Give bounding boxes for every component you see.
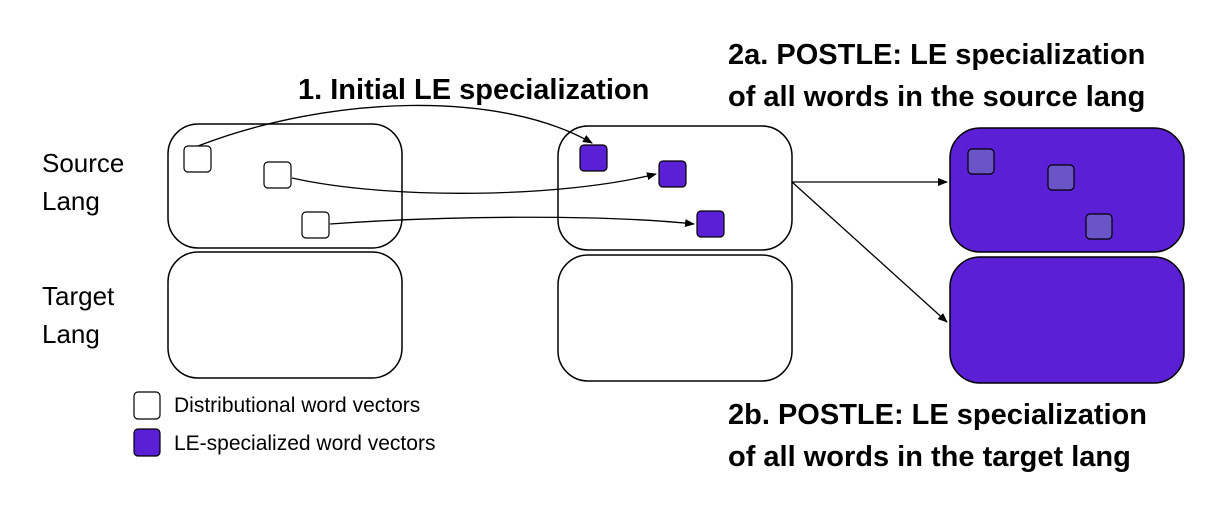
specialized-word-vector	[579, 144, 608, 172]
target-postle-space	[949, 256, 1185, 384]
source-lang-label: Source Lang	[42, 148, 132, 216]
specialization-arrow	[329, 216, 695, 228]
legend-distributional-swatch	[133, 391, 161, 420]
step2b-title-line2: of all words in the target lang	[728, 441, 1131, 473]
specialized-word-vector	[696, 210, 725, 238]
source-lang-label-line2: Lang	[42, 186, 100, 216]
postle-word-vector	[967, 148, 995, 175]
legend-specialized-label: LE-specialized word vectors	[174, 432, 435, 455]
step2b-title: 2b. POSTLE: LE specialization of all wor…	[728, 399, 1155, 473]
distributional-word-vector	[301, 211, 330, 239]
legend-distributional-label: Distributional word vectors	[174, 394, 420, 417]
source-lang-label-line1: Source	[42, 148, 124, 178]
step2b-title-line1: 2b. POSTLE: LE specialization	[728, 399, 1147, 431]
step2a-title: 2a. POSTLE: LE specialization of all wor…	[728, 39, 1153, 113]
distributional-word-vector	[183, 145, 212, 173]
specialization-arrow	[291, 172, 657, 194]
postle-word-vector	[1047, 164, 1075, 191]
target-lang-label-line1: Target	[42, 281, 115, 311]
step2a-title-line2: of all words in the source lang	[728, 81, 1145, 113]
distributional-word-vector	[263, 161, 292, 189]
postle-target-arrow	[791, 181, 948, 323]
step1-title: 1. Initial LE specialization	[298, 74, 649, 106]
legend-specialized-swatch	[133, 428, 161, 457]
target-lang-label-line2: Lang	[42, 319, 100, 349]
step2a-title-line1: 2a. POSTLE: LE specialization	[728, 39, 1145, 71]
specialization-arrow	[197, 104, 593, 147]
target-initial-space	[557, 254, 793, 382]
specialized-word-vector	[658, 160, 687, 188]
target-distributional-space	[167, 251, 403, 379]
target-lang-label: Target Lang	[42, 281, 122, 349]
postle-word-vector	[1085, 213, 1113, 240]
